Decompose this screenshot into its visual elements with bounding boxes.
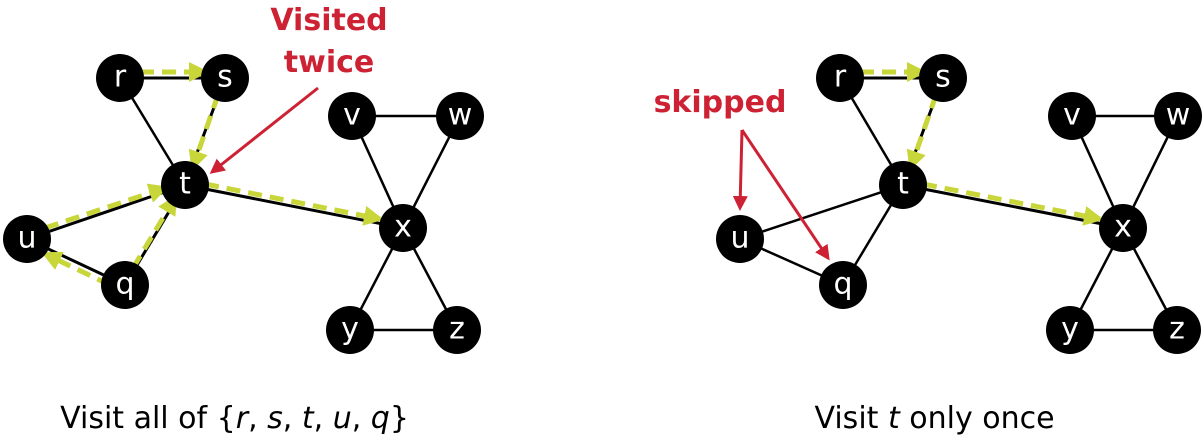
traversal-edge-t-x — [184, 181, 404, 230]
node-s: s — [201, 54, 249, 102]
node-v: v — [328, 92, 376, 140]
svg-text:x: x — [1114, 210, 1132, 245]
right-caption: Visit t only once — [748, 401, 1103, 436]
svg-text:s: s — [217, 60, 233, 95]
left-panel: Visited twice r s t u q v w x y z Visit … — [0, 3, 484, 436]
node-y-right: y — [1046, 306, 1094, 354]
traversal-edge-t-u — [26, 183, 186, 241]
visited-twice-arrow — [209, 86, 319, 174]
node-q-right: q — [819, 261, 867, 309]
node-v-right: v — [1048, 92, 1096, 140]
svg-text:x: x — [394, 210, 412, 245]
skipped-arrow-to-q — [740, 129, 830, 261]
visited-annotation-line1: Visited — [270, 3, 387, 38]
svg-text:t: t — [179, 167, 191, 202]
left-caption: Visit all of {r, s, t, u, q} — [0, 401, 457, 436]
edge-t-u-right — [739, 183, 904, 241]
svg-text:s: s — [935, 60, 951, 95]
node-r: r — [96, 54, 144, 102]
svg-text:r: r — [834, 60, 847, 95]
skipped-arrow-to-u — [732, 129, 748, 211]
visited-annotation-line2: twice — [284, 45, 374, 80]
svg-text:q: q — [115, 267, 134, 302]
node-r-right: r — [816, 54, 864, 102]
svg-text:v: v — [343, 98, 361, 133]
svg-text:w: w — [448, 98, 473, 133]
node-u-right: u — [716, 215, 764, 263]
svg-text:y: y — [1061, 312, 1079, 347]
traversal-edge-t-x-right — [902, 181, 1124, 230]
svg-text:z: z — [449, 312, 465, 347]
node-y: y — [326, 306, 374, 354]
svg-text:u: u — [730, 221, 749, 256]
svg-text:u: u — [17, 221, 36, 256]
node-q: q — [101, 261, 149, 309]
svg-text:y: y — [341, 312, 359, 347]
svg-text:w: w — [1166, 98, 1191, 133]
skipped-annotation: skipped — [654, 85, 787, 120]
node-z: z — [433, 306, 481, 354]
node-w: w — [436, 92, 484, 140]
right-panel: skipped r s t u q v w x y z Visit t only… — [654, 54, 1202, 436]
svg-text:t: t — [897, 167, 909, 202]
node-t-right: t — [879, 161, 927, 209]
svg-text:r: r — [114, 60, 127, 95]
svg-text:z: z — [1169, 312, 1185, 347]
node-x: x — [379, 204, 427, 252]
node-w-right: w — [1154, 92, 1202, 140]
svg-text:q: q — [833, 267, 852, 302]
node-x-right: x — [1099, 204, 1147, 252]
node-u: u — [3, 215, 51, 263]
svg-text:v: v — [1063, 98, 1081, 133]
node-s-right: s — [919, 54, 967, 102]
node-z-right: z — [1153, 306, 1201, 354]
node-t: t — [161, 161, 209, 209]
